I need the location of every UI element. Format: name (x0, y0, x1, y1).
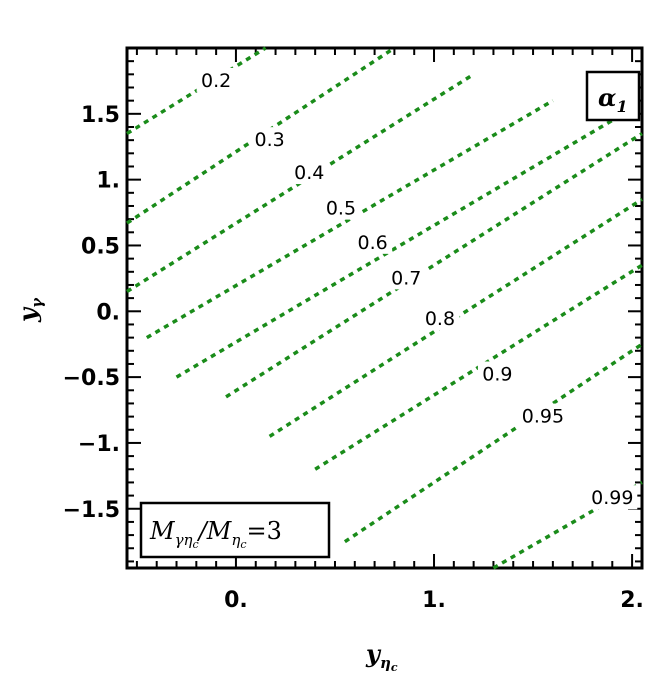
contour-label-bg (353, 229, 393, 254)
contour-label-bg (587, 485, 638, 510)
x-tick-labels: 0. 1. 2. (224, 588, 644, 613)
y-tick-label: −0.5 (63, 366, 120, 391)
contour-label-0.5: 0.5 (326, 198, 356, 220)
contour-labels: 0.2 0.3 0.40.50.60.70.8 0.9 0.95 0.99 (196, 67, 638, 510)
contour-line-0.7 (225, 132, 643, 399)
contour-label-0.4: 0.4 (294, 162, 324, 184)
x-tick-label: 2. (620, 588, 644, 613)
panel-label: α1 (585, 70, 641, 122)
y-tick-label: 1.5 (81, 103, 120, 128)
contour-line-0.5 (145, 99, 554, 340)
x-tick-label: 1. (422, 588, 446, 613)
contour-line-0.3 (126, 46, 396, 225)
contour-label-0.8: 0.8 (425, 308, 455, 330)
y-tick-labels: 1.5 1. 0.5 0. −0.5 −1. −1.5 (63, 103, 120, 523)
contour-label-0.95: 0.95 (522, 406, 564, 428)
contour-label-bg (196, 67, 236, 92)
contour-label-bg (420, 306, 460, 331)
contour-label-bg (517, 403, 568, 428)
x-axis-title: yηc (365, 639, 398, 674)
y-tick-label: 0.5 (81, 234, 120, 259)
plot-frame (125, 46, 644, 570)
contour-label-bg (321, 195, 361, 220)
contour-lines (126, 46, 643, 570)
y-tick-label: −1. (78, 432, 120, 457)
y-tick-label: −1.5 (63, 498, 120, 523)
y-tick-label: 1. (96, 169, 120, 194)
contour-label-bg (477, 361, 517, 386)
panel-label-text: α1 (598, 83, 628, 116)
y-axis-title: yγ (13, 297, 46, 323)
contour-label-0.9: 0.9 (482, 363, 512, 385)
contour-label-bg (250, 127, 290, 152)
contour-label-bg (289, 160, 329, 185)
contour-label-0.6: 0.6 (358, 232, 388, 254)
x-tick-label: 0. (224, 588, 248, 613)
y-tick-label: 0. (96, 300, 120, 325)
mass-ratio-text: Mγηc/Mηc=3 (149, 517, 282, 551)
contour-label-0.7: 0.7 (391, 267, 421, 289)
contour-label-0.99: 0.99 (591, 487, 633, 509)
contour-line-0.2 (126, 46, 267, 136)
axis-ticks (127, 48, 642, 568)
mass-ratio-annotation: Mγηc/Mηc=3 (139, 501, 331, 559)
contour-label-bg (386, 265, 426, 290)
contour-line-0.6 (175, 118, 614, 379)
contour-label-0.3: 0.3 (255, 129, 285, 151)
contour-label-0.2: 0.2 (201, 70, 231, 92)
